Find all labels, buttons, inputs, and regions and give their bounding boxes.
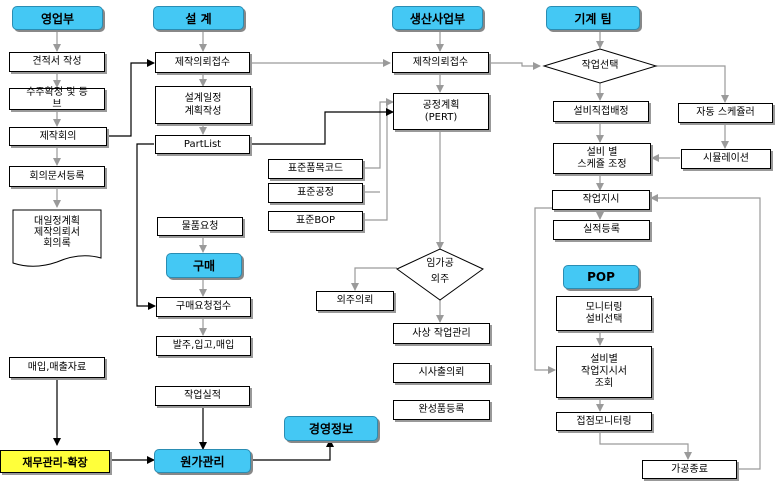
box-schedule-adjust: 설비 별 스케쥴 조정 [553,143,651,174]
box-trial-injection-request: 시사출의뢰 [393,363,490,383]
box-monitoring-machine-select: 모니터링 설비선택 [556,296,652,331]
header-finance: 재무관리-확장 [0,450,110,473]
box-order-confirm: 수주확정 및 등 브 [9,87,105,110]
box-std-bop: 표준BOP [268,211,363,231]
box-finished-goods-register: 완성품등록 [393,400,490,420]
header-design: 설 계 [153,6,244,30]
box-finishing-management: 사상 작업관리 [393,323,490,344]
header-management: 경영정보 [284,416,378,441]
box-partlist: PartList [155,135,250,154]
box-std-item-code: 표준품목코드 [268,159,363,179]
box-direct-machine-assign: 설비직접배정 [553,101,649,122]
decision-processing-outsource: 임가공 외주 [426,258,454,285]
box-contact-monitoring: 접점모니터링 [556,412,652,431]
box-estimate: 견적서 작성 [9,52,105,72]
box-design-request-receipt: 제작의뢰접수 [155,52,250,73]
header-machine: 기계 팀 [546,6,640,30]
box-std-process: 표준공정 [268,183,363,203]
box-ordering: 발주,입고,매입 [156,336,251,356]
box-material-request: 물품요청 [157,217,243,236]
box-result-register: 실적등록 [553,220,650,240]
header-production: 생산사업부 [392,6,483,30]
doc-schedule-request-minutes: 대일정계획 제작의뢰서 회의록 [34,216,80,249]
header-pop: POP [563,265,639,289]
box-simulation: 시뮬레이션 [681,149,771,169]
box-minutes-register: 회의문서등록 [9,166,105,187]
box-design-schedule: 설계일정 계획작성 [155,86,251,124]
box-auto-scheduler: 자동 스케쥴러 [678,103,773,123]
box-process-plan: 공정계획 (PERT) [393,93,489,130]
box-work-order: 작업지시 [552,190,650,210]
box-work-result: 작업실적 [155,386,250,406]
decision-job-select: 작업선택 [581,60,619,71]
box-machining-end: 가공종료 [642,460,737,479]
box-production-request-receipt: 제작의뢰접수 [392,52,489,73]
box-purchase-receipt: 구매요청접수 [156,297,251,317]
header-sales: 영업부 [12,6,103,30]
box-per-machine-order-query: 설비별 작업지시서 조회 [556,346,652,398]
header-cost: 원가관리 [154,449,251,473]
header-purchase: 구매 [166,253,242,278]
box-sales-data: 매입,매출자료 [9,357,105,378]
box-outsource-request: 외주의뢰 [316,291,394,311]
box-production-meeting: 제작회의 [9,127,107,146]
